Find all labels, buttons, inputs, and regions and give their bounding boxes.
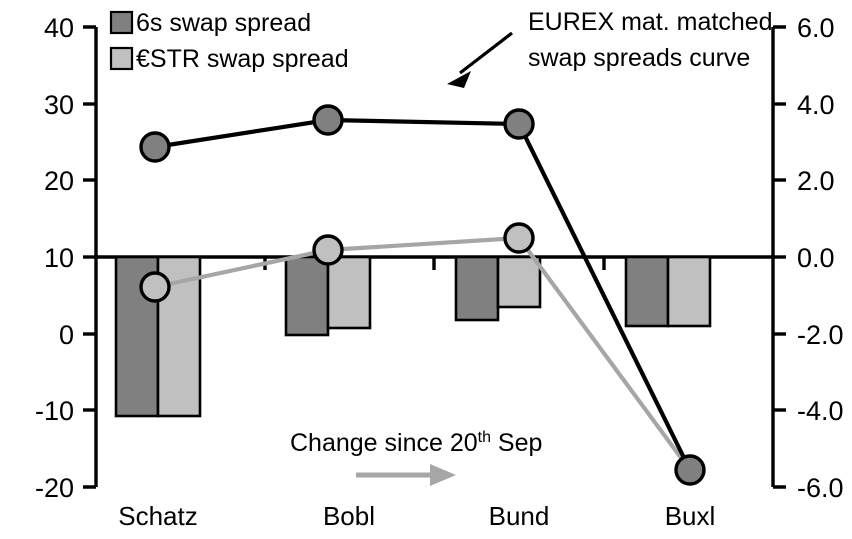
right-axis-label-4: 4.0	[797, 90, 835, 120]
eurex-marker-bobl	[312, 104, 344, 136]
callout-arrow-head-icon	[447, 71, 471, 88]
left-axis-label-30: 30	[44, 90, 74, 120]
curve-callout-line2: swap spreads curve	[528, 44, 750, 72]
right-axis-label-0: 0.0	[797, 243, 835, 273]
right-axis-label-6: 6.0	[797, 13, 835, 43]
estr-marker-bund	[503, 222, 535, 254]
legend-swatch-6s	[109, 10, 134, 35]
eurex-marker-buxl	[674, 454, 706, 486]
legend-swatch-estr	[109, 46, 134, 71]
chart-legend: 6s swap spread €STR swap spread	[109, 9, 349, 73]
eurex-marker-schatz	[139, 131, 171, 163]
legend-label-estr: €STR swap spread	[136, 45, 349, 73]
estr-marker-bobl	[312, 234, 344, 266]
change-note-arrow-head-icon	[430, 464, 456, 486]
right-axis: 6.0 4.0 2.0 0.0 -2.0 -4.0 -6.0	[771, 13, 844, 503]
left-axis-label-neg10: -10	[35, 396, 74, 426]
eurex-curve-line	[154, 117, 692, 471]
category-label-bobl: Bobl	[323, 501, 375, 531]
left-axis: 40 30 20 10 0 -10 -20	[35, 13, 98, 503]
right-axis-label-2: 2.0	[797, 166, 835, 196]
right-axis-label-neg6: -6.0	[797, 473, 844, 503]
estr-curve-line	[154, 235, 692, 472]
left-axis-label-neg20: -20	[35, 473, 74, 503]
bar-estr-bobl	[326, 255, 372, 330]
estr-marker-schatz	[139, 271, 171, 303]
category-label-bund: Bund	[489, 501, 550, 531]
category-label-buxl: Buxl	[665, 501, 716, 531]
bar-estr-bund	[496, 255, 542, 309]
right-axis-label-neg2: -2.0	[797, 320, 844, 350]
eurex-curve-series	[139, 104, 706, 486]
curve-callout-line1: EUREX mat. matched	[528, 8, 773, 36]
change-note-suffix: Sep	[491, 429, 542, 457]
legend-label-6s: 6s swap spread	[136, 9, 311, 37]
category-labels: Schatz Bobl Bund Buxl	[118, 501, 715, 531]
bar-group-bund	[454, 255, 542, 322]
left-axis-label-10: 10	[44, 243, 74, 273]
bar-estr-buxl	[666, 255, 712, 328]
bar-6s-bobl	[284, 255, 330, 337]
change-note-text: Change since 20th Sep	[290, 429, 542, 457]
bar-group-bobl	[284, 255, 372, 337]
bar-6s-bund	[454, 255, 500, 322]
change-note-superscript: th	[478, 429, 491, 446]
bar-group-buxl	[624, 255, 712, 328]
left-axis-label-0: 0	[59, 320, 74, 350]
bar-6s-schatz	[114, 255, 160, 418]
estr-curve-series	[139, 222, 692, 472]
eurex-marker-bund	[503, 108, 535, 140]
right-axis-label-neg4: -4.0	[797, 396, 844, 426]
left-axis-label-40: 40	[44, 13, 74, 43]
category-label-schatz: Schatz	[118, 501, 198, 531]
callout-arrow-shaft	[459, 31, 513, 75]
change-note-prefix: Change since 20	[290, 429, 478, 457]
left-axis-label-20: 20	[44, 166, 74, 196]
curve-callout-annotation: EUREX mat. matched swap spreads curve	[447, 8, 773, 88]
bar-6s-buxl	[624, 255, 670, 328]
change-since-note: Change since 20th Sep	[290, 429, 542, 486]
